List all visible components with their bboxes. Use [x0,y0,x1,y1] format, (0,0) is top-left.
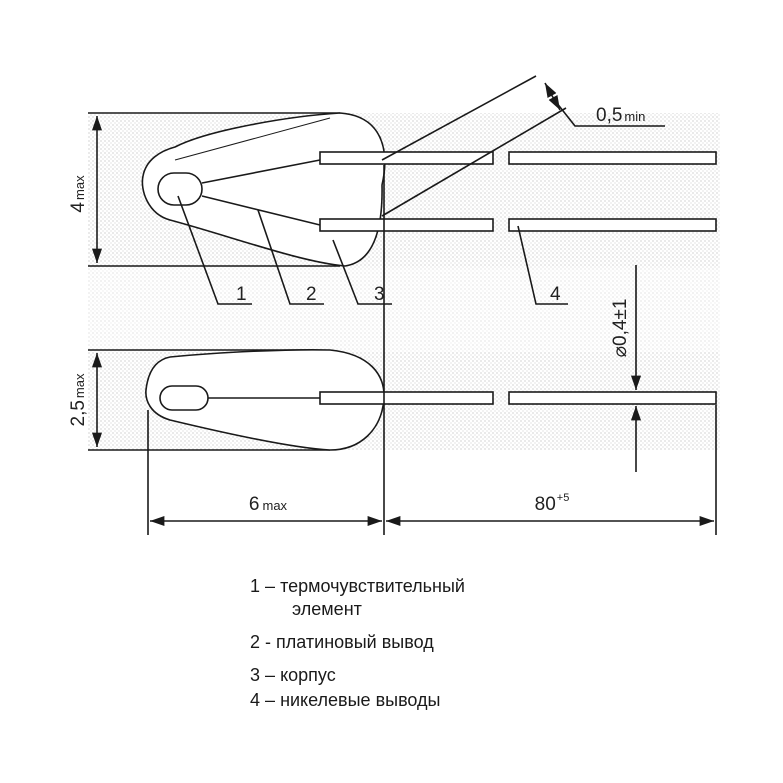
callout-2: 2 [306,284,317,305]
callout-1: 1 [236,284,247,305]
legend-item-2: 2 - платиновый вывод [250,631,670,654]
ext-line-gap-2 [381,107,567,217]
leader-callout-1 [177,195,252,305]
dim-value-length-leads: 80 [535,494,556,515]
dim-value-height-top: 4 [68,202,89,213]
dim-label-height-top: 4 max [68,175,89,213]
sensing-element-bottom [159,385,209,411]
legend: 1 – термочувствительный элемент 2 - плат… [250,575,670,722]
platinum-lead-top-upper [201,159,321,184]
nickel-lead-bottom-a [319,391,494,405]
dim-value-height-bottom: 2,5 [68,400,89,426]
legend-num-2: 2 [250,632,261,652]
dim-label-length-leads: 80+5 [535,492,570,515]
dim-value-width-body: 6 [249,494,260,515]
legend-dash-4: – [265,690,276,710]
dim-suffix-length-leads: +5 [557,492,570,504]
platinum-lead-top-lower [201,195,321,226]
legend-text-1: термочувствительный [280,576,465,596]
legend-text-1-cont: элемент [292,599,362,619]
leader-callout-2 [257,209,324,305]
legend-num-1: 1 [250,576,261,596]
dim-label-lead-diameter: ⌀0,4±1 [610,299,631,358]
dim-value-lead-gap: 0,5 [596,105,622,126]
nickel-lead-top-upper-b [508,151,717,165]
leader-callout-4 [517,225,568,305]
callout-3: 3 [374,284,385,305]
body-bottom [145,349,385,451]
hatch-band-middle [88,268,720,352]
dim-suffix-height-top: max [72,175,87,200]
legend-text-4: никелевые выводы [280,690,441,710]
legend-dash-1: – [265,576,276,596]
dim-suffix-lead-gap: min [624,109,645,124]
callout-4: 4 [550,284,561,305]
dim-suffix-height-bottom: max [72,373,87,398]
dim-suffix-width-body: max [263,498,288,513]
legend-item-1: 1 – термочувствительный элемент [250,575,670,621]
svg-text:4max: 4 max [68,175,89,213]
svg-text:2,5max: 2,5 max [68,373,89,426]
legend-text-3: корпус [280,665,336,685]
dim-label-height-bottom: 2,5 max [68,373,89,426]
legend-item-3: 3 – корпус [250,664,670,687]
dim-line-lead-gap [544,82,561,111]
leader-callout-3 [332,239,392,305]
nickel-lead-top-lower-b [508,218,717,232]
legend-item-4: 4 – никелевые выводы [250,689,670,712]
legend-dash-3: – [265,665,276,685]
legend-num-4: 4 [250,690,261,710]
sensing-element-top [157,172,203,206]
nickel-lead-bottom-b [508,391,717,405]
body-top-inner [174,117,331,161]
nickel-lead-top-lower-a [319,218,494,232]
nickel-lead-top-upper-a [319,151,494,165]
legend-dash-2: - [265,632,272,652]
legend-text-2: платиновый вывод [276,632,434,652]
leader-lead-gap [555,101,665,127]
legend-num-3: 3 [250,665,261,685]
ext-line-gap-1 [381,75,537,161]
